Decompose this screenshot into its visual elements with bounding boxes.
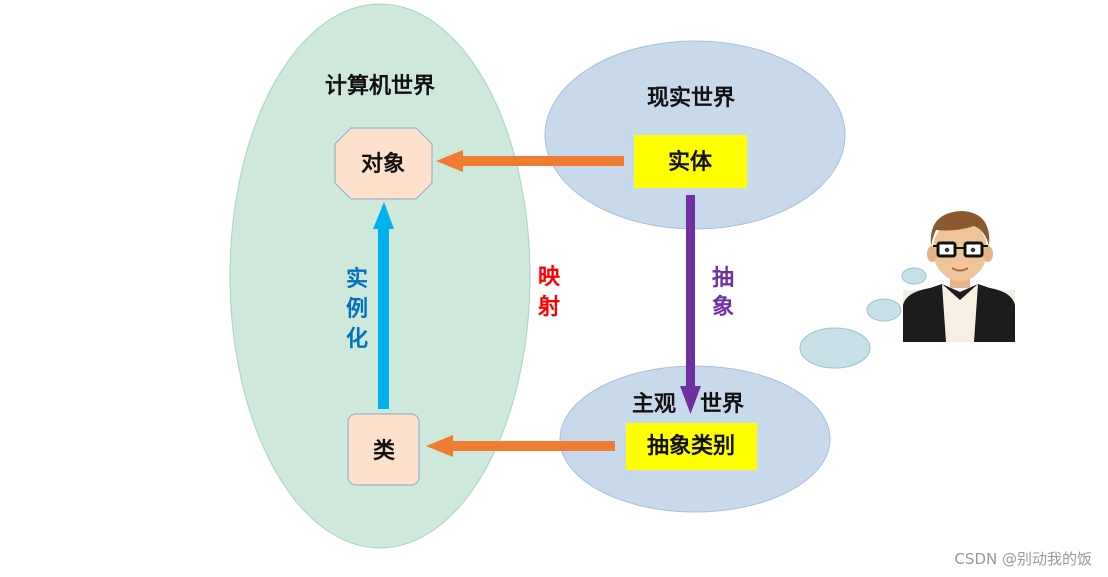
person-with-glasses-icon: [903, 211, 1015, 342]
class-box: [347, 413, 420, 486]
watermark: CSDN @别动我的饭: [954, 550, 1092, 568]
abstract-category-label: 抽象类别: [647, 433, 735, 459]
mapping-arrow-category-to-class: [426, 435, 615, 457]
subjective-world-title-left: 主观: [632, 392, 676, 417]
mapping-arrow-entity-to-object: [436, 150, 624, 172]
thought-bubble-large: [799, 327, 871, 369]
mapping-char-2: 射: [537, 294, 560, 320]
object-box: [334, 127, 433, 200]
abstract-category-box: [626, 423, 757, 470]
instantiate-char-3: 化: [346, 326, 368, 352]
real-world-title: 现实世界: [647, 85, 735, 111]
class-label: 类: [373, 439, 396, 464]
entity-box: [634, 135, 747, 188]
subjective-world-title-right: 世界: [700, 392, 744, 417]
entity-label: 实体: [668, 149, 713, 175]
instantiate-char-1: 实: [346, 266, 368, 292]
thought-bubble-medium: [866, 298, 902, 322]
thought-bubble-small: [901, 267, 927, 285]
abstraction-char-2: 象: [712, 294, 734, 320]
instantiate-arrow: [373, 202, 394, 409]
mapping-char-1: 映: [538, 265, 561, 290]
abstraction-arrow: [680, 195, 701, 414]
object-label: 对象: [361, 151, 405, 177]
computer-world-title: 计算机世界: [325, 73, 435, 99]
instantiate-char-2: 例: [346, 297, 368, 322]
abstraction-char-1: 抽: [712, 266, 734, 291]
